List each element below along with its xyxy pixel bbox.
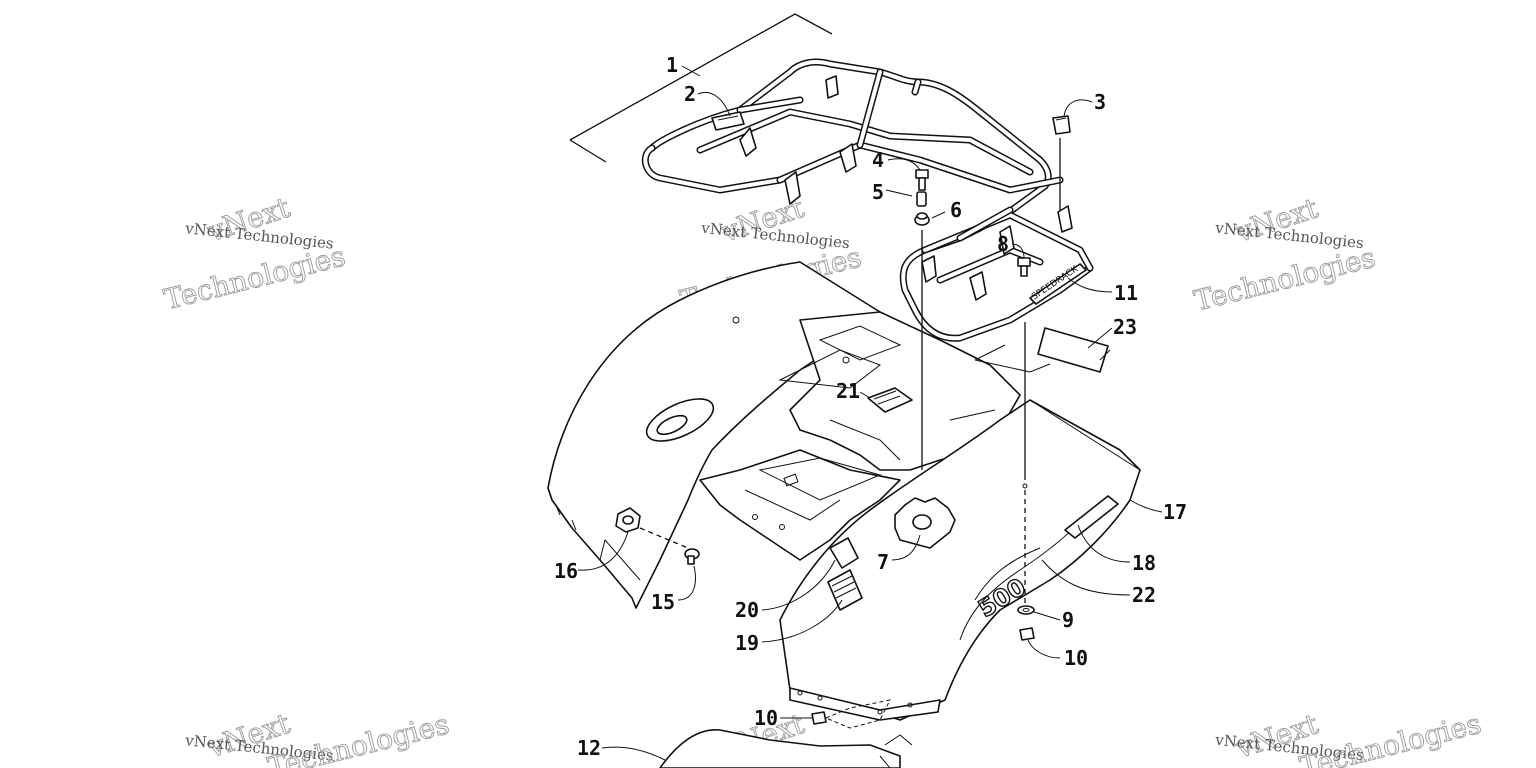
decal-18 — [1064, 495, 1119, 539]
callout-4: 4 — [872, 148, 884, 172]
callout-3: 3 — [1094, 90, 1106, 114]
callout-5: 5 — [872, 180, 884, 204]
part-10-nut-lower — [811, 711, 827, 725]
callout-19: 19 — [735, 631, 759, 655]
part-15-rivet — [684, 548, 700, 565]
svg-text:Technologies: Technologies — [1297, 707, 1485, 768]
part-4-bolt — [915, 169, 929, 191]
callout-9: 9 — [1062, 608, 1074, 632]
callout-8: 8 — [997, 232, 1009, 256]
callout-1-bracket — [569, 13, 833, 163]
callout-11: 11 — [1114, 281, 1138, 305]
fender-mount-bracket — [824, 699, 891, 729]
callout-22: 22 — [1132, 583, 1156, 607]
callout-6: 6 — [950, 198, 962, 222]
part-16-retainer — [615, 507, 641, 533]
callout-16: 16 — [554, 559, 578, 583]
watermark-bottom-right: vNext vNext Technologies Technologies — [1213, 707, 1484, 768]
part-9-washer — [1017, 605, 1035, 615]
callout-10-lower: 10 — [754, 706, 778, 730]
part-6-grommet — [914, 212, 930, 226]
assembly-lines — [639, 138, 1061, 605]
part-23-decal — [974, 327, 1109, 373]
decal-21 — [867, 387, 913, 413]
part-5-spacer — [916, 191, 927, 207]
callout-17: 17 — [1163, 500, 1187, 524]
callouts: 1 2 3 4 5 6 7 8 9 10 10 11 12 15 16 17 1… — [554, 53, 1187, 760]
part-3-clip-nut — [1052, 115, 1071, 135]
callout-2: 2 — [684, 82, 696, 106]
part-7-grommet — [894, 497, 956, 549]
callout-15: 15 — [651, 590, 675, 614]
callout-21: 21 — [836, 379, 860, 403]
callout-10: 10 — [1064, 646, 1088, 670]
watermark-top-right: vNext vNext Technologies Technologies — [1190, 191, 1379, 318]
svg-text:Technologies: Technologies — [161, 239, 349, 316]
decal-19 — [827, 569, 863, 611]
part-2-strap-clip — [711, 111, 745, 131]
leader-lines — [577, 92, 1163, 761]
callout-23: 23 — [1113, 315, 1137, 339]
callout-12: 12 — [577, 736, 601, 760]
callout-18: 18 — [1132, 551, 1156, 575]
watermark-bottom-left: vNext vNext Technologies Technologies — [183, 706, 452, 768]
callout-1: 1 — [666, 53, 678, 77]
watermark-top-left: vNext vNext Technologies Technologies — [160, 190, 349, 317]
splash-shield-12 — [659, 729, 913, 768]
callout-7: 7 — [877, 550, 889, 574]
decal-20 — [829, 537, 859, 569]
part-8-bolt — [1017, 257, 1031, 277]
callout-20: 20 — [735, 598, 759, 622]
svg-text:Technologies: Technologies — [1191, 241, 1379, 318]
part-10-nut — [1019, 627, 1035, 641]
